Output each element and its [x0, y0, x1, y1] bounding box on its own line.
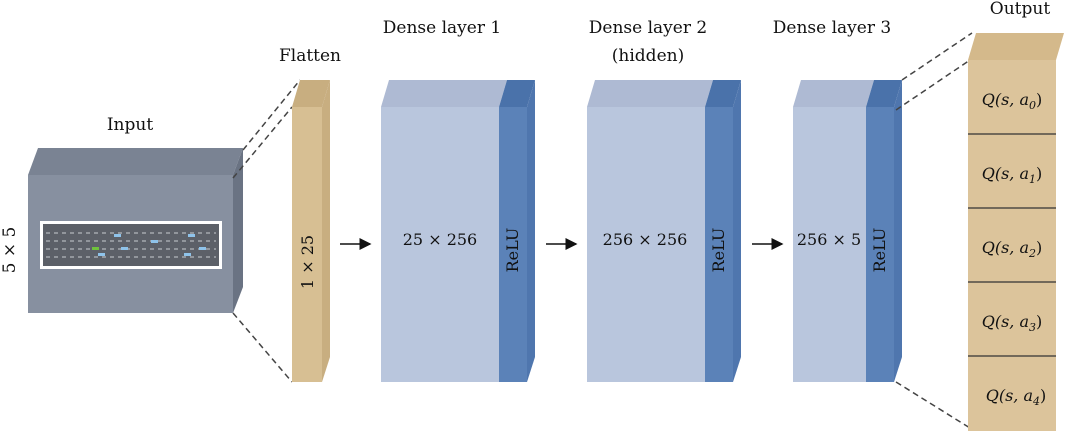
car-marker: [92, 247, 99, 250]
input-label: Input: [107, 115, 153, 135]
output-cell-q: Q(s, a4): [986, 386, 1047, 408]
dense3-to-output-connector: [895, 32, 973, 429]
output-cell-list: Q(s, a0) Q(s, a1) Q(s, a2) Q(s, a3) Q(s,…: [982, 90, 1047, 408]
output-label: Output: [990, 0, 1051, 19]
relu-block: [705, 107, 733, 382]
relu-block: [499, 107, 527, 382]
car-marker: [199, 247, 206, 250]
car-marker: [184, 253, 191, 256]
output-cell-q: Q(s, a2): [982, 238, 1043, 260]
dense-layer-2-title: Dense layer 2: [589, 18, 707, 38]
car-marker: [114, 234, 121, 237]
input-to-flatten-connector: [232, 79, 301, 383]
input-size-label: 5 × 5: [0, 227, 20, 274]
flatten-label: Flatten: [279, 46, 341, 66]
input-block: [28, 148, 243, 313]
car-marker: [188, 234, 195, 237]
output-cell-q: Q(s, a3): [982, 312, 1043, 334]
dense-layer-3: [793, 80, 902, 382]
dense-layer-1: [381, 80, 535, 382]
dense-layer-2-size: 256 × 256: [603, 230, 688, 249]
dense-layer-2-subtitle: (hidden): [612, 46, 684, 66]
dense-layer-3-title: Dense layer 3: [773, 18, 891, 38]
input-block-top: [28, 148, 243, 175]
output-cell-q: Q(s, a0): [982, 90, 1043, 112]
output-cell-dividers: [968, 133, 1056, 357]
car-marker: [151, 240, 158, 243]
dense-layer-2-activation: ReLU: [709, 228, 728, 273]
output-cell-q: Q(s, a1): [982, 164, 1043, 186]
dense-layer-1-title: Dense layer 1: [383, 18, 501, 38]
dense-layer-3-size: 256 × 5: [797, 230, 861, 249]
relu-block: [866, 107, 894, 382]
output-block: [968, 33, 1064, 431]
input-block-side: [233, 148, 243, 313]
flatten-block: [292, 80, 330, 382]
highway-image: [40, 221, 222, 269]
car-marker: [121, 247, 128, 250]
flatten-size-label: 1 × 25: [298, 235, 317, 289]
dense-layer-1-activation: ReLU: [503, 228, 522, 273]
dense-layer-3-activation: ReLU: [870, 228, 889, 273]
dense-layer-2: [587, 80, 741, 382]
car-marker: [98, 253, 105, 256]
dense-layer-1-size: 25 × 256: [403, 230, 477, 249]
